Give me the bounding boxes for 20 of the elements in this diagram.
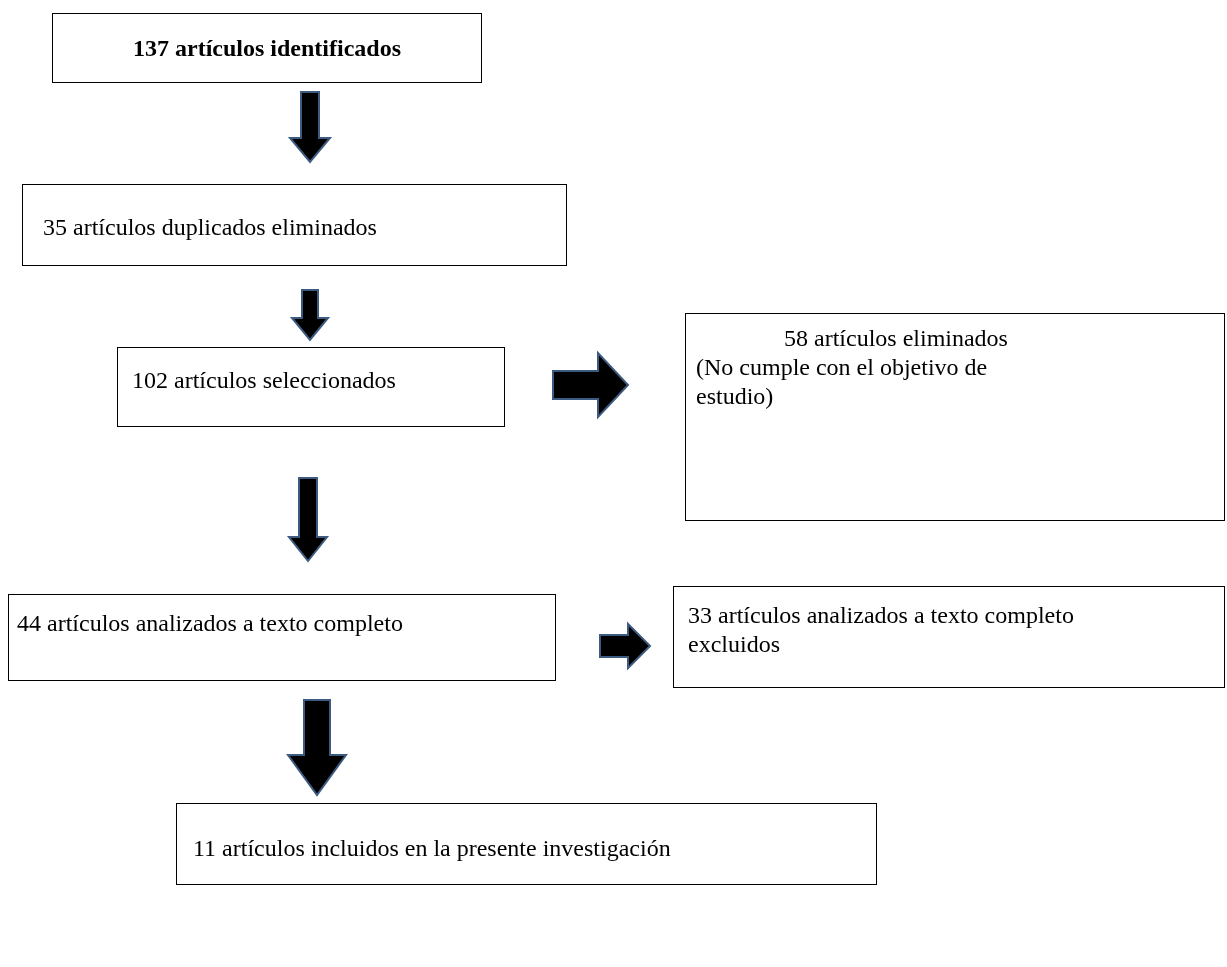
block-arrow [289,289,331,342]
box-text: 102 artículos seleccionados [132,366,396,395]
box-text: 33 artículos analizados a texto completo excluidos [688,601,1075,659]
block-arrow [286,477,330,563]
box-text: 137 artículos identificados [133,33,401,63]
process-box [117,347,505,427]
block-arrow [599,621,652,671]
process-box [52,13,482,83]
process-box [685,313,1225,521]
box-text: 11 artículos incluidos en la presente investigación [193,834,671,863]
process-box [176,803,877,885]
block-arrow [286,699,348,797]
block-arrow [552,350,630,420]
box-text: 35 artículos duplicados eliminados [43,213,377,242]
process-box [673,586,1225,688]
process-box [22,184,567,266]
box-text: 58 artículos eliminados (No cumple con el objetivo de estudio) [696,324,1009,411]
process-box [8,594,556,681]
block-arrow [287,91,333,164]
box-text: 44 artículos analizados a texto completo [17,609,403,638]
